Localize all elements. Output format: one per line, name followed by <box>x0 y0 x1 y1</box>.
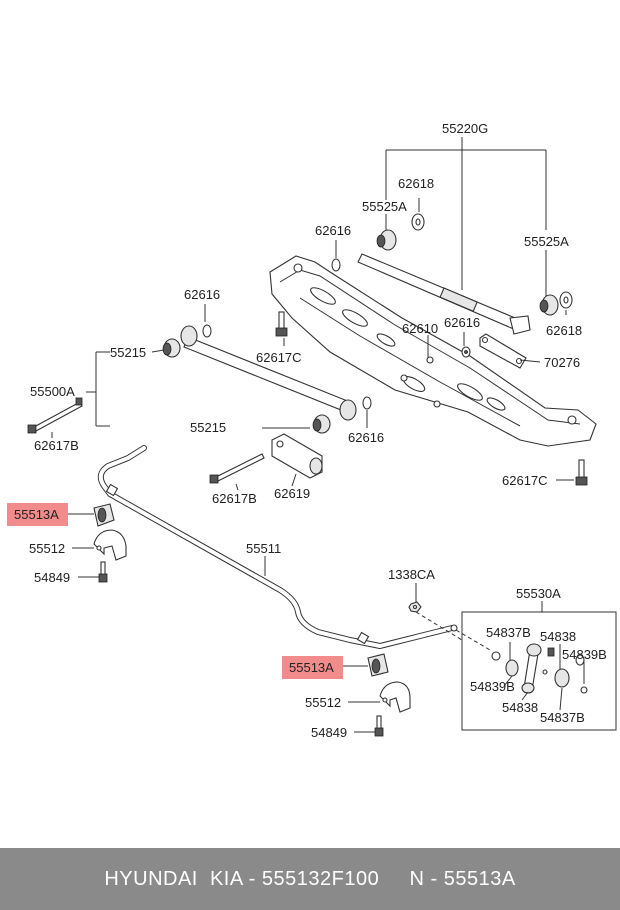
bracket-55512-right <box>379 681 411 713</box>
highlight-55513A-right <box>282 656 343 679</box>
leader-lines <box>51 137 585 733</box>
bushing-55513A-right <box>367 653 389 677</box>
label-70276: 70276 <box>544 355 580 370</box>
bushing-55513A-left <box>93 503 115 527</box>
label-54838-top: 54838 <box>540 629 576 644</box>
label-54839B-left: 54839B <box>470 679 515 694</box>
label-55513A-right: 55513A <box>289 660 334 675</box>
label-62616-lower: 62616 <box>348 430 384 445</box>
label-55530A: 55530A <box>516 586 561 601</box>
label-62618-top: 62618 <box>398 176 434 191</box>
label-55215-bottom: 55215 <box>190 420 226 435</box>
bolt-54849-left <box>98 561 108 583</box>
label-62619: 62619 <box>274 486 310 501</box>
label-54837B-bottom: 54837B <box>540 710 585 725</box>
label-62616-left: 62616 <box>184 287 220 302</box>
footer-text: HYUNDAI KIA - 555132F100 N - 55513A <box>104 867 516 890</box>
highlight-55513A-left <box>7 503 68 526</box>
bolt-54849-right <box>374 715 384 737</box>
plate-70276 <box>479 333 527 369</box>
bracket-62619 <box>271 433 323 479</box>
label-55215-top: 55215 <box>110 345 146 360</box>
bolt-62617C-right <box>575 459 588 486</box>
label-62617B-center: 62617B <box>212 491 257 506</box>
label-55513A-left: 55513A <box>14 507 59 522</box>
bolt-62617B-left <box>27 397 83 434</box>
bolt-62617B-center <box>209 453 265 484</box>
bolts <box>27 311 588 486</box>
control-arm-55220G <box>331 213 573 358</box>
rear-suspension-diagram: 55220G 62618 55525A 62616 55525A 62616 6… <box>7 121 617 740</box>
bolt-62617C-left <box>275 311 288 337</box>
label-1338CA: 1338CA <box>388 567 435 582</box>
label-62617B-left: 62617B <box>34 438 79 453</box>
label-55525A-left: 55525A <box>362 199 407 214</box>
part-labels: 55220G 62618 55525A 62616 55525A 62616 6… <box>14 121 607 740</box>
stabilizer-bar-55511 <box>97 445 458 649</box>
label-54837B-top: 54837B <box>486 625 531 640</box>
label-62616-center: 62616 <box>444 315 480 330</box>
label-55500A: 55500A <box>30 384 75 399</box>
label-55512-right: 55512 <box>305 695 341 710</box>
label-54849-right: 54849 <box>311 725 347 740</box>
bracket-55512-left <box>93 529 127 561</box>
label-54839B-right: 54839B <box>562 647 607 662</box>
label-54838-bottom: 54838 <box>502 700 538 715</box>
label-54849-left: 54849 <box>34 570 70 585</box>
label-55512-left: 55512 <box>29 541 65 556</box>
label-55525A-right: 55525A <box>524 234 569 249</box>
link-kit-55530A <box>461 611 617 731</box>
label-55511: 55511 <box>246 541 281 556</box>
label-62616-upper: 62616 <box>315 223 351 238</box>
label-62618-right: 62618 <box>546 323 582 338</box>
label-55220G: 55220G <box>442 121 488 136</box>
label-62617C-right: 62617C <box>502 473 548 488</box>
label-62617C-left: 62617C <box>256 350 302 365</box>
control-arm-55500A <box>162 324 372 434</box>
part-number-footer: HYUNDAI KIA - 555132F100 N - 55513A <box>0 848 620 910</box>
nut-1338CA <box>408 601 422 613</box>
label-62610: 62610 <box>402 321 438 336</box>
crossmember <box>269 255 597 447</box>
